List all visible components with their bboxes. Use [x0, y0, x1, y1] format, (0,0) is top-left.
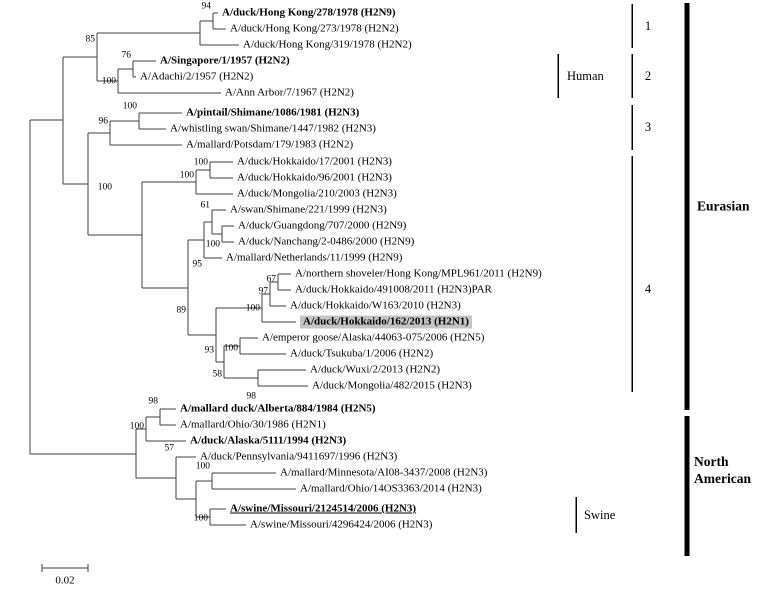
host-group-label: Human: [567, 68, 604, 83]
bootstrap-value: 100: [193, 157, 208, 168]
lineage-group-label: Eurasian: [697, 198, 750, 214]
bootstrap-value: 93: [204, 345, 215, 356]
taxon-label: A/emperor goose/Alaska/44063-075/2006 (H…: [262, 331, 485, 344]
taxon-label: A/swine/Missouri/4296424/2006 (H2N3): [250, 518, 433, 531]
lineage-group-label: North American: [694, 454, 751, 486]
taxon-label: A/duck/Mongolia/210/2003 (H2N3): [237, 187, 397, 200]
bootstrap-value: 100: [245, 303, 260, 314]
bootstrap-value: 89: [176, 305, 187, 316]
clade-number: 3: [644, 119, 652, 134]
clade-number: 2: [644, 68, 652, 83]
bootstrap-value: 100: [101, 76, 116, 87]
bootstrap-value: 67: [266, 274, 277, 285]
taxon-label: A/Adachi/2/1957 (H2N2): [140, 70, 254, 83]
scale-bar-label: 0.02: [55, 574, 75, 587]
bootstrap-value: 85: [85, 34, 96, 45]
taxon-label: A/Singapore/1/1957 (H2N2): [160, 54, 290, 67]
taxon-label: A/pintail/Shimane/1086/1981 (H2N3): [186, 106, 360, 119]
taxon-label: A/duck/Hokkaido/96/2001 (H2N3): [237, 171, 392, 184]
taxon-label: A/duck/Pennsylvania/9411697/1996 (H2N3): [200, 450, 398, 463]
taxon-label: A/mallard/Potsdam/179/1983 (H2N2): [186, 138, 354, 151]
taxon-label: A/duck/Mongolia/482/2015 (H2N3): [312, 379, 472, 392]
taxon-label: A/duck/Nanchang/2-0486/2000 (H2N9): [238, 235, 415, 248]
taxon-label: A/duck/Alaska/5111/1994 (H2N3): [190, 434, 347, 447]
taxon-label: A/swan/Shimane/221/1999 (H2N3): [230, 203, 387, 216]
taxon-label: A/duck/Hong Kong/278/1978 (H2N9): [222, 6, 396, 19]
taxon-label: A/duck/Hokkaido/17/2001 (H2N3): [237, 155, 392, 168]
taxon-label: A/duck/Hokkaido/491008/2011 (H2N3)PAR: [295, 283, 492, 296]
bootstrap-value: 57: [164, 443, 175, 454]
taxon-label: A/mallard/Minnesota/AI08-3437/2008 (H2N3…: [280, 466, 488, 479]
bootstrap-value: 100: [205, 239, 220, 250]
clade-number: 1: [644, 18, 652, 33]
taxon-label: A/duck/Hong Kong/319/1978 (H2N2): [243, 38, 412, 51]
bootstrap-value: 95: [192, 259, 203, 270]
taxon-label: A/mallard duck/Alberta/884/1984 (H2N5): [180, 402, 376, 415]
taxon-label: A/duck/Guangdong/707/2000 (H2N9): [238, 219, 407, 232]
bootstrap-value: 98: [246, 391, 257, 402]
taxon-label: A/duck/Wuxi/2/2013 (H2N2): [310, 363, 441, 376]
bootstrap-value: 61: [200, 200, 211, 211]
taxon-label: A/mallard/Netherlands/11/1999 (H2N9): [226, 251, 403, 264]
bootstrap-value: 97: [258, 286, 269, 297]
taxon-label: A/duck/Tsukuba/1/2006 (H2N2): [290, 347, 434, 360]
bootstrap-value: 100: [97, 182, 112, 193]
bootstrap-value: 100: [179, 170, 194, 181]
bootstrap-value: 76: [121, 50, 132, 61]
taxon-label: A/duck/Hong Kong/273/1978 (H2N2): [230, 22, 399, 35]
clade-number: 4: [644, 281, 652, 296]
bootstrap-value: 100: [223, 343, 238, 354]
taxon-label: A/duck/Hokkaido/W163/2010 (H2N3): [290, 299, 461, 312]
taxon-label: A/whistling swan/Shimane/1447/1982 (H2N3…: [170, 122, 376, 135]
taxon-label: A/swine/Missouri/2124514/2006 (H2N3): [230, 502, 417, 515]
host-group-label: Swine: [584, 507, 616, 522]
taxon-label: A/duck/Hokkaido/162/2013 (H2N1): [300, 315, 472, 329]
bootstrap-value: 94: [201, 1, 212, 12]
taxon-label: A/mallard/Ohio/30/1986 (H2N1): [180, 418, 326, 431]
bootstrap-value: 100: [195, 461, 210, 472]
taxon-label: A/Ann Arbor/7/1967 (H2N2): [225, 86, 354, 99]
bootstrap-value: 96: [98, 116, 109, 127]
bootstrap-value: 100: [193, 513, 208, 524]
bootstrap-value: 58: [212, 369, 223, 380]
taxon-label: A/northern shoveler/Hong Kong/MPL961/201…: [295, 267, 542, 280]
bootstrap-value: 100: [122, 101, 137, 112]
bootstrap-value: 100: [129, 421, 144, 432]
bootstrap-value: 98: [148, 396, 159, 407]
taxon-label: A/mallard/Ohio/14OS3363/2014 (H2N3): [300, 482, 482, 495]
